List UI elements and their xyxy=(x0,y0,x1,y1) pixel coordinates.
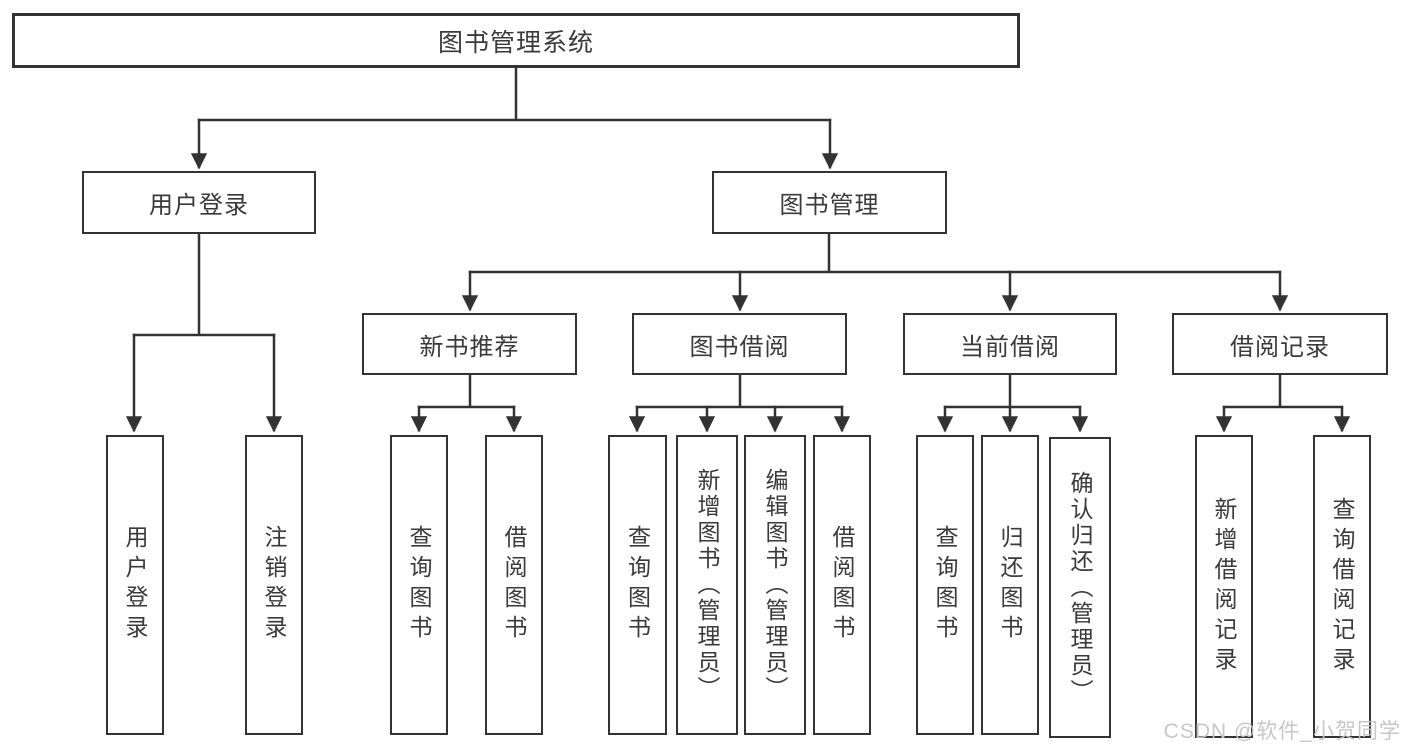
leaf-edit-book-admin-label: 编辑图书（管理员） xyxy=(762,468,788,702)
node-book-borrowing-label: 图书借阅 xyxy=(689,333,790,361)
leaf-borrow-books-borrowing: 借阅图书 xyxy=(813,435,871,735)
leaf-edit-book-admin: 编辑图书（管理员） xyxy=(744,435,806,735)
leaf-return-books: 归还图书 xyxy=(981,435,1039,735)
connector-new-book-split xyxy=(410,373,523,433)
node-library-system-label: 图书管理系统 xyxy=(437,28,594,57)
node-borrowing-records: 借阅记录 xyxy=(1172,313,1388,375)
node-library-system: 图书管理系统 xyxy=(12,13,1020,68)
leaf-borrow-books-recommend: 借阅图书 xyxy=(485,435,543,735)
leaf-add-book-admin: 新增图书（管理员） xyxy=(676,435,738,735)
connector-current-borrow-split xyxy=(936,373,1089,433)
connector-user-login-split xyxy=(125,232,283,433)
leaf-query-books-borrowing-label: 查询图书 xyxy=(624,525,651,645)
leaf-query-books-current: 查询图书 xyxy=(916,435,974,735)
leaf-confirm-return-admin: 确认归还（管理员） xyxy=(1049,437,1111,738)
node-user-login-label: 用户登录 xyxy=(149,192,249,219)
leaf-add-book-admin-label: 新增图书（管理员） xyxy=(694,468,720,702)
node-book-management-label: 图书管理 xyxy=(779,192,880,219)
node-user-login: 用户登录 xyxy=(82,171,316,234)
leaf-query-books-recommend: 查询图书 xyxy=(390,435,448,735)
node-new-book-recommendation-label: 新书推荐 xyxy=(419,333,520,361)
leaf-query-books-recommend-label: 查询图书 xyxy=(406,525,432,645)
node-book-management: 图书管理 xyxy=(712,171,947,234)
leaf-user-login: 用户登录 xyxy=(106,435,164,735)
watermark: CSDN @软件_小贺同学 xyxy=(1163,720,1401,743)
leaf-confirm-return-admin-label: 确认归还（管理员） xyxy=(1067,470,1093,705)
node-new-book-recommendation: 新书推荐 xyxy=(362,313,577,375)
leaf-add-borrow-record: 新增借阅记录 xyxy=(1195,435,1253,738)
leaf-logout: 注销登录 xyxy=(245,435,303,735)
leaf-logout-label: 注销登录 xyxy=(261,525,287,645)
connector-book-management-split xyxy=(461,232,1289,312)
connector-borrow-records-split xyxy=(1215,373,1351,433)
node-borrowing-records-label: 借阅记录 xyxy=(1230,333,1330,361)
leaf-borrow-books-recommend-label: 借阅图书 xyxy=(501,525,527,645)
connector-root-split xyxy=(190,66,839,170)
connector-book-borrow-split xyxy=(628,373,851,433)
leaf-add-borrow-record-label: 新增借阅记录 xyxy=(1211,496,1237,677)
node-current-borrowing: 当前借阅 xyxy=(903,313,1117,375)
leaf-query-books-current-label: 查询图书 xyxy=(932,525,958,645)
node-book-borrowing: 图书借阅 xyxy=(632,313,847,375)
leaf-borrow-books-borrowing-label: 借阅图书 xyxy=(829,525,855,645)
leaf-return-books-label: 归还图书 xyxy=(997,525,1023,645)
leaf-user-login-label: 用户登录 xyxy=(122,525,148,645)
leaf-query-borrow-record: 查询借阅记录 xyxy=(1313,435,1371,738)
node-current-borrowing-label: 当前借阅 xyxy=(960,333,1060,361)
leaf-query-books-borrowing: 查询图书 xyxy=(608,435,667,735)
leaf-query-borrow-record-label: 查询借阅记录 xyxy=(1329,496,1355,677)
